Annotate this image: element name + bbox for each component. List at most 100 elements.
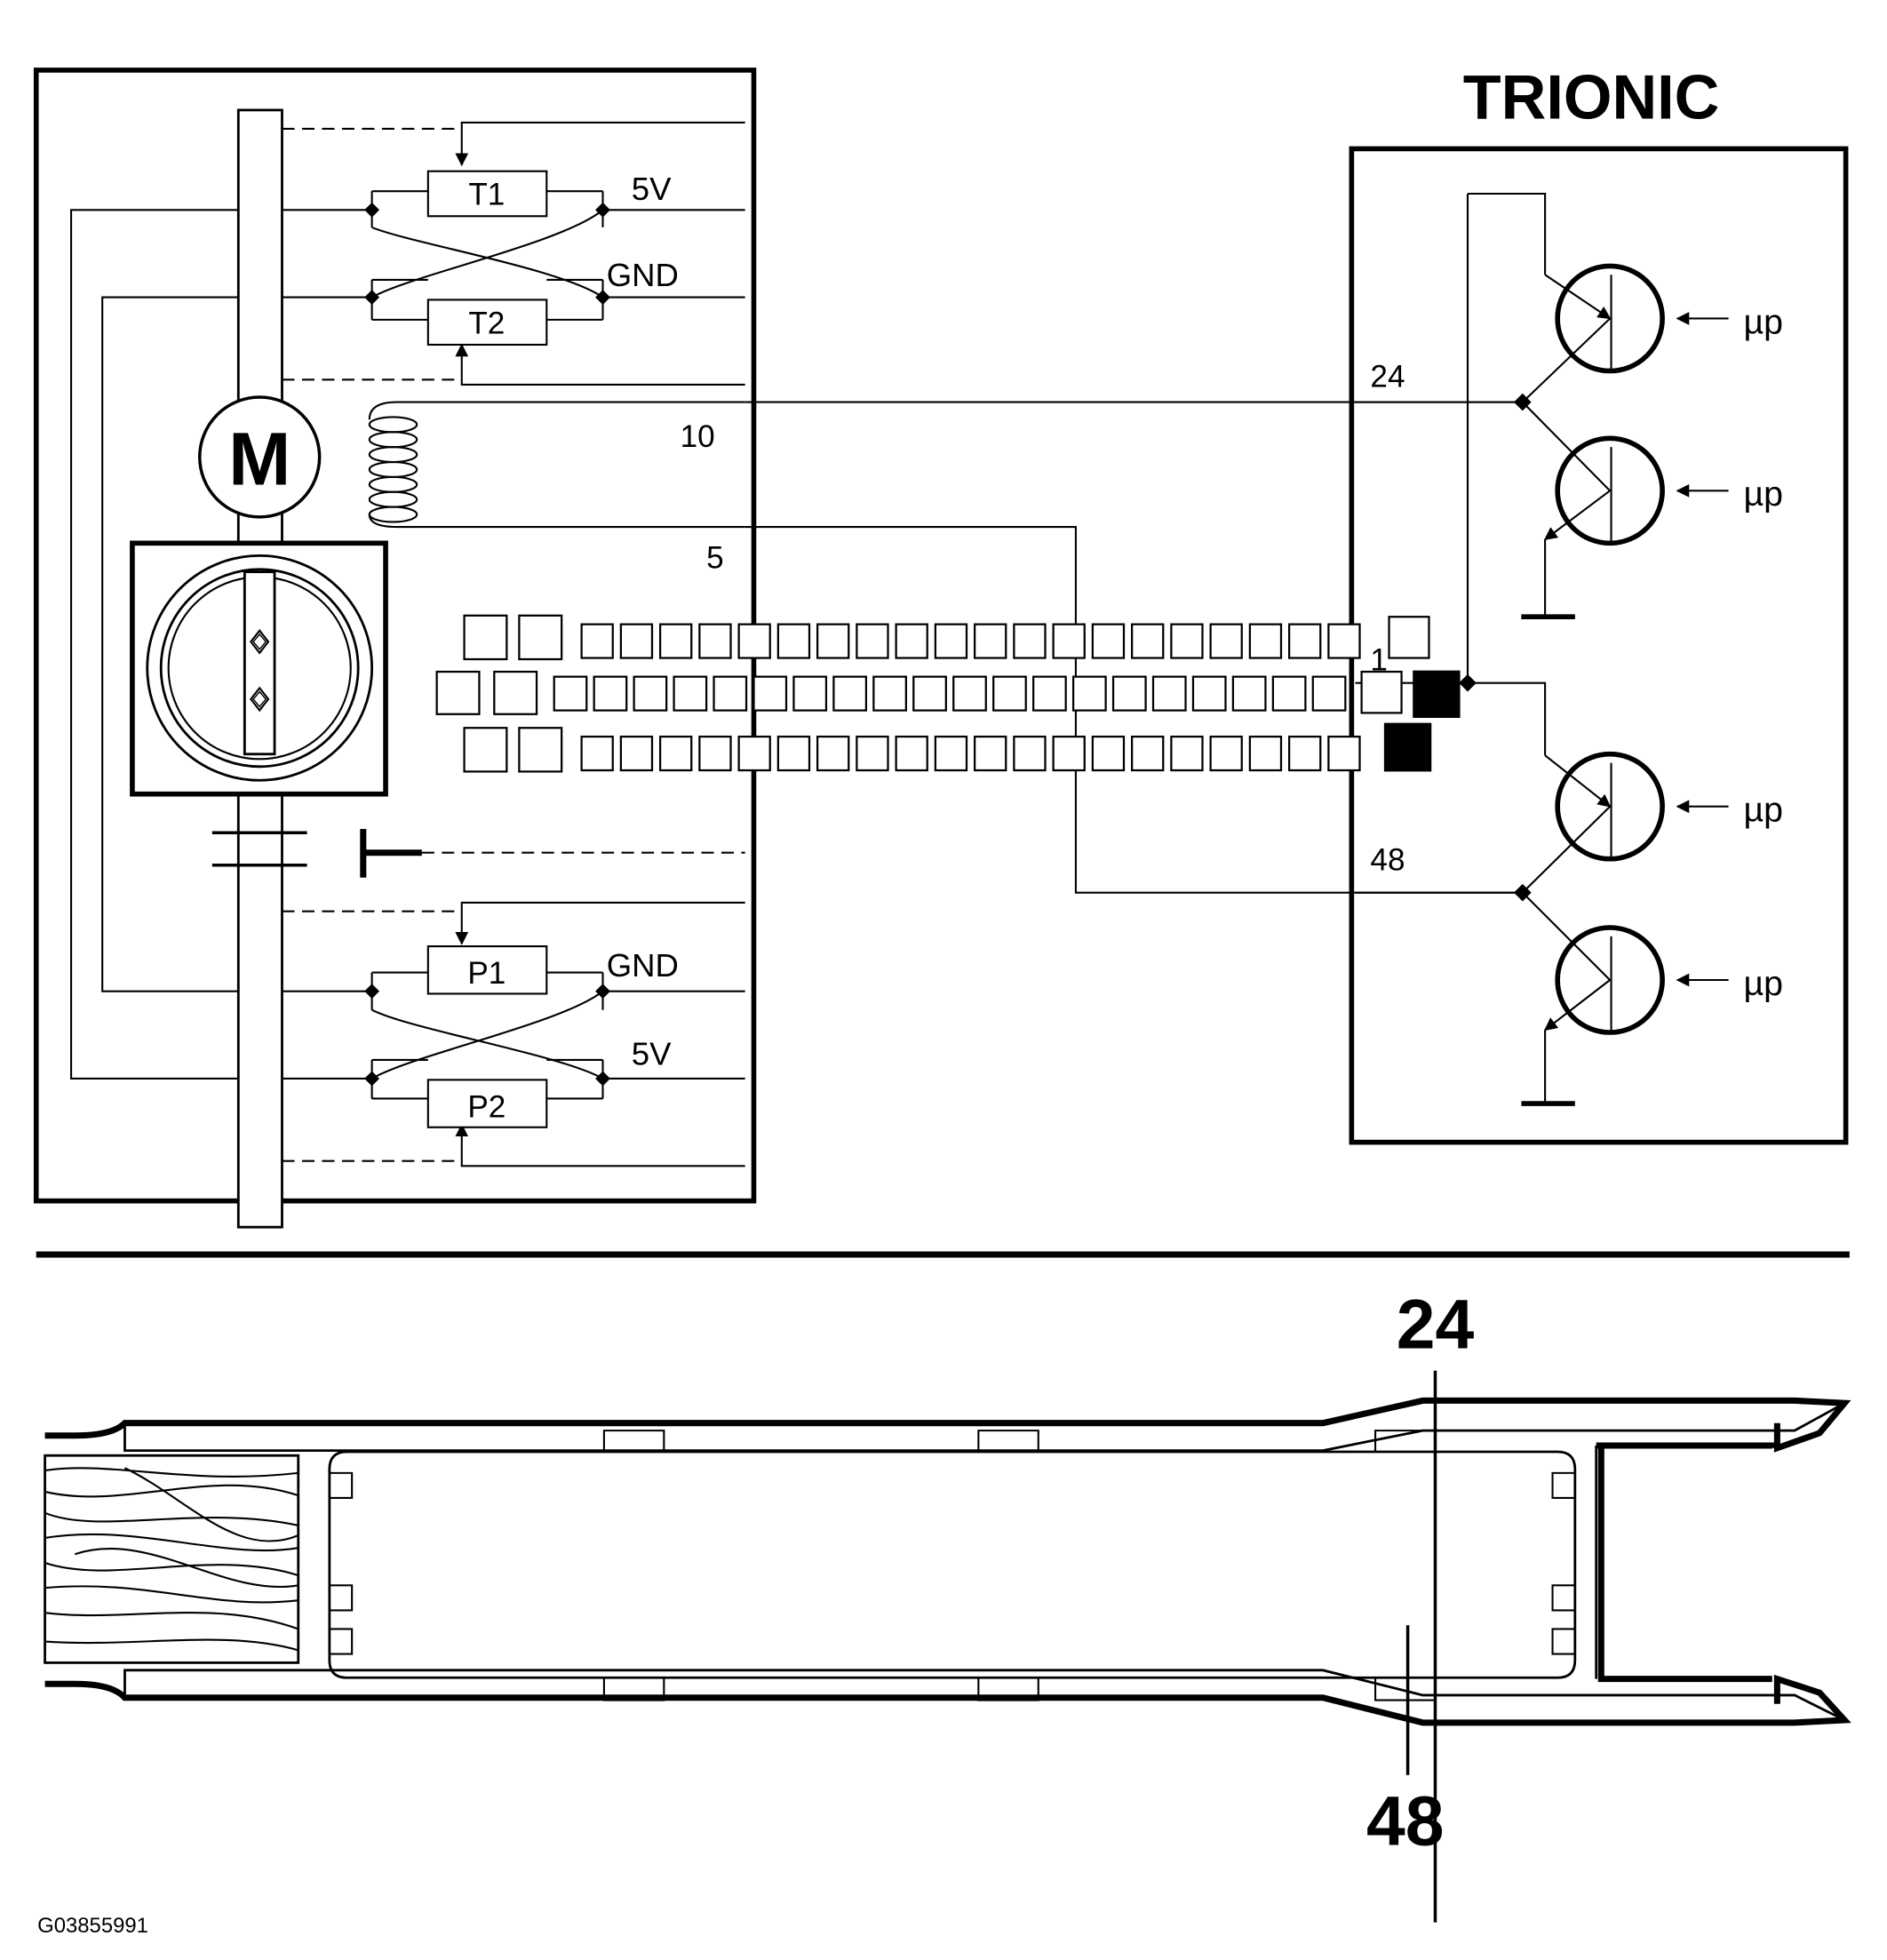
pin-cell-large (435, 670, 481, 715)
pin-cell (1311, 675, 1347, 712)
connector-latch (1596, 1442, 1776, 1683)
pin-cell (553, 675, 588, 712)
pin-cell (1231, 675, 1267, 712)
pin-cell (1052, 735, 1086, 772)
pin-cell (1130, 623, 1165, 659)
pin-cell (1170, 735, 1204, 772)
motor-pin-5-label: 5 (706, 540, 724, 575)
pin-cell-large (518, 614, 563, 661)
pin-callouts (1405, 1370, 1437, 1923)
pin-cell (934, 623, 968, 659)
pin-cell (1191, 675, 1227, 712)
pin-cell-large (463, 614, 508, 661)
pin-cell (619, 623, 654, 659)
transistor-3-input-label: µp (1743, 791, 1783, 830)
t-supply-5v-label: 5V (632, 171, 672, 207)
pin-cell-large (463, 727, 508, 773)
pin-cell (658, 735, 693, 772)
pin-cell (973, 735, 1007, 772)
wire-loop-inner (101, 296, 239, 992)
pin-cell (816, 623, 850, 659)
ecu-connector (44, 1397, 1851, 1726)
sensor-t1-box (426, 170, 548, 218)
pin-cell (1287, 623, 1322, 659)
transistor-2-input-label: µp (1743, 474, 1783, 514)
pin-cell (698, 623, 732, 659)
sensor-t2-box (426, 299, 548, 347)
pin-cell (1091, 623, 1126, 659)
transistor-lower-2 (1521, 891, 1729, 1106)
pin-cell (580, 735, 614, 772)
pin-cell (895, 623, 928, 659)
pin-cell (1271, 675, 1307, 712)
pin-cell (816, 735, 850, 772)
sensor-p2-label: P2 (467, 1090, 506, 1125)
transistor-upper-2 (1521, 401, 1729, 620)
pin-cell (912, 675, 947, 712)
pin-cell (934, 735, 968, 772)
pin-cell (633, 675, 668, 712)
pin-cell (856, 735, 889, 772)
wire-loop-outer (70, 209, 239, 1080)
pin-cell (713, 675, 748, 712)
pin-cell (1209, 735, 1243, 772)
limit-stop (360, 829, 422, 878)
figure-id: G03855991 (37, 1914, 148, 1938)
throttle-body-unit (33, 68, 757, 1229)
throttle-plate (243, 570, 276, 756)
pin-24-callout: 24 (1397, 1285, 1475, 1363)
sensor-p2-box (426, 1079, 548, 1128)
pin-cell (619, 735, 654, 772)
pin-cell (1327, 623, 1361, 659)
pin-cell (1071, 675, 1107, 712)
pin-cell (1032, 675, 1067, 712)
ecu-pin-24-label: 24 (1370, 360, 1405, 394)
ecu-pin-48-label: 48 (1370, 842, 1405, 877)
transistor-4-input-label: µp (1743, 964, 1783, 1003)
pin-cell (1013, 623, 1047, 659)
t-ground-label: GND (607, 257, 679, 293)
pin-cell (973, 623, 1007, 659)
pin-cell (737, 623, 771, 659)
pin-cell (776, 623, 811, 659)
transistor-lower-1 (1522, 751, 1729, 894)
p-ground-label: GND (607, 947, 679, 984)
pin-cell (593, 675, 628, 712)
pin-cell (737, 735, 771, 772)
transistor-1-input-label: µp (1743, 302, 1783, 341)
pin-24-cell (1413, 670, 1461, 718)
pin-cell (673, 675, 708, 712)
sensor-p1-box (426, 945, 548, 995)
pin-cell (1091, 735, 1126, 772)
pin-cell (658, 623, 693, 659)
sensor-t2-label: T2 (468, 306, 505, 340)
pin-cell (1170, 623, 1204, 659)
transistor-upper-1 (1522, 263, 1729, 403)
pin-cell (992, 675, 1027, 712)
pin-cell (1052, 623, 1086, 659)
sensor-t1-label: T1 (468, 178, 505, 212)
pin-cell (1111, 675, 1147, 712)
pin-cell (1151, 675, 1187, 712)
pin-cell (872, 675, 907, 712)
pin-cell (1327, 735, 1361, 772)
p-supply-5v-label: 5V (632, 1036, 672, 1072)
pin-cell (580, 623, 614, 659)
pin-cell (856, 623, 889, 659)
motor-label: M (228, 417, 291, 500)
pin-cell-large (1360, 670, 1403, 714)
pin-cell (1248, 735, 1283, 772)
pin-cell-large (493, 670, 538, 715)
pin-cell (1013, 735, 1047, 772)
pin-48-cell (1383, 722, 1432, 772)
pin-cell-large (518, 727, 563, 773)
connector-pin-grid (435, 614, 1461, 773)
motor-pin-10-label: 10 (681, 419, 715, 454)
pin-cell (1130, 735, 1165, 772)
pin-cell (752, 675, 788, 712)
pin-cell (832, 675, 868, 712)
pin-cell (1287, 735, 1322, 772)
motor-symbol (198, 395, 322, 519)
sensor-p1-label: P1 (467, 956, 506, 991)
